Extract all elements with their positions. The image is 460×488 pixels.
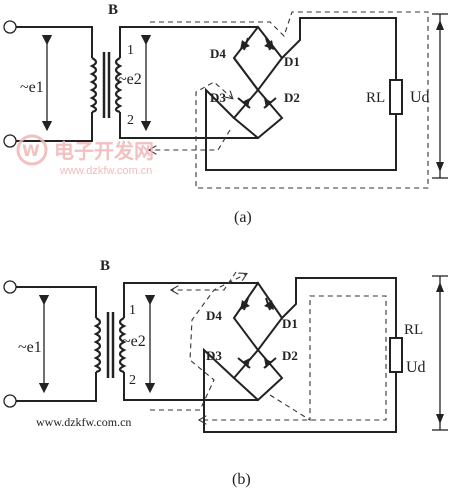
secondary-wire-top — [123, 282, 258, 318]
primary-coil — [89, 57, 98, 114]
output-wire-top — [281, 17, 397, 80]
primary-wire-top — [16, 26, 93, 58]
terminal-circle — [3, 20, 17, 34]
output-label: Ud — [406, 359, 426, 376]
secondary-wire-bottom — [123, 372, 258, 401]
diode-d1-label: D1 — [282, 316, 298, 331]
diode-d3-label: D3 — [206, 348, 222, 363]
diode-d2 — [263, 357, 277, 369]
current-return-a — [150, 129, 231, 150]
tap-1-label: 1 — [127, 43, 134, 58]
diode-d4 — [240, 37, 250, 51]
secondary-wire-bottom — [119, 112, 258, 139]
current-path-b-main — [150, 274, 246, 411]
terminal-circle — [3, 134, 17, 148]
diode-d4-label: D4 — [210, 46, 226, 61]
primary-wire-bottom — [16, 372, 97, 402]
svg-text:W: W — [22, 141, 40, 160]
bridge-lower — [232, 89, 284, 140]
diode-d2-label: D2 — [284, 90, 300, 105]
circuit-b: B ~e1 1 ~e2 2 D4 D1 D3 D2 RL Ud (b) www.… — [3, 258, 448, 488]
secondary-coil — [114, 57, 123, 114]
circuit-a: B ~e1 1 ~e2 2 D4 D1 D3 D2 RL Ud (a) W 电子… — [3, 2, 448, 226]
diode-d3 — [237, 357, 251, 369]
current-path-b-load — [200, 295, 387, 420]
website-url: www.dzkfw.com.cn — [36, 415, 131, 429]
transformer-label: B — [108, 2, 118, 18]
bridge-lower — [232, 349, 284, 402]
load-label: RL — [366, 90, 385, 106]
secondary-wire-top — [119, 26, 258, 58]
current-path-b — [172, 271, 237, 290]
terminal-circle — [3, 280, 17, 294]
bridge-link — [233, 57, 259, 91]
diode-d1 — [264, 37, 274, 51]
watermark-logo: W 电子开发网 www.dzkfw.com.cn — [16, 134, 154, 177]
diode-d2 — [263, 97, 277, 109]
load-resistor — [389, 79, 403, 115]
load-label: RL — [404, 322, 423, 338]
caption-b: (b) — [232, 471, 251, 488]
primary-label: ~e1 — [20, 79, 44, 96]
bridge-upper — [232, 25, 284, 92]
diode-d4 — [240, 297, 250, 311]
output-wire-bottom — [205, 87, 397, 171]
output-label: Ud — [410, 89, 430, 106]
tap-1-label: 1 — [129, 303, 136, 318]
primary-coil — [93, 317, 102, 374]
terminal-circle — [3, 394, 17, 408]
tap-2-label: 2 — [129, 373, 136, 388]
bridge-upper — [232, 281, 284, 352]
diode-d1 — [264, 297, 274, 311]
secondary-label: ~e2 — [118, 71, 142, 88]
watermark-logo-text: 电子开发网 — [54, 139, 154, 163]
diode-d2-label: D2 — [282, 348, 298, 363]
output-wire-top — [281, 277, 397, 338]
diode-d1-label: D1 — [284, 54, 300, 69]
load-resistor — [389, 337, 403, 373]
diode-d3-label: D3 — [210, 90, 226, 105]
transformer-label: B — [100, 258, 110, 274]
primary-label: ~e1 — [18, 339, 42, 356]
watermark-url: www.dzkfw.com.cn — [59, 165, 152, 177]
diode-d4-label: D4 — [206, 308, 222, 323]
tap-2-label: 2 — [127, 113, 134, 128]
current-path-a — [150, 11, 429, 189]
diode-d3 — [237, 97, 251, 109]
caption-a: (a) — [234, 209, 252, 226]
output-wire-bottom — [203, 347, 397, 433]
primary-wire-top — [16, 286, 97, 318]
secondary-coil — [118, 317, 127, 374]
secondary-label: ~e2 — [122, 333, 146, 350]
